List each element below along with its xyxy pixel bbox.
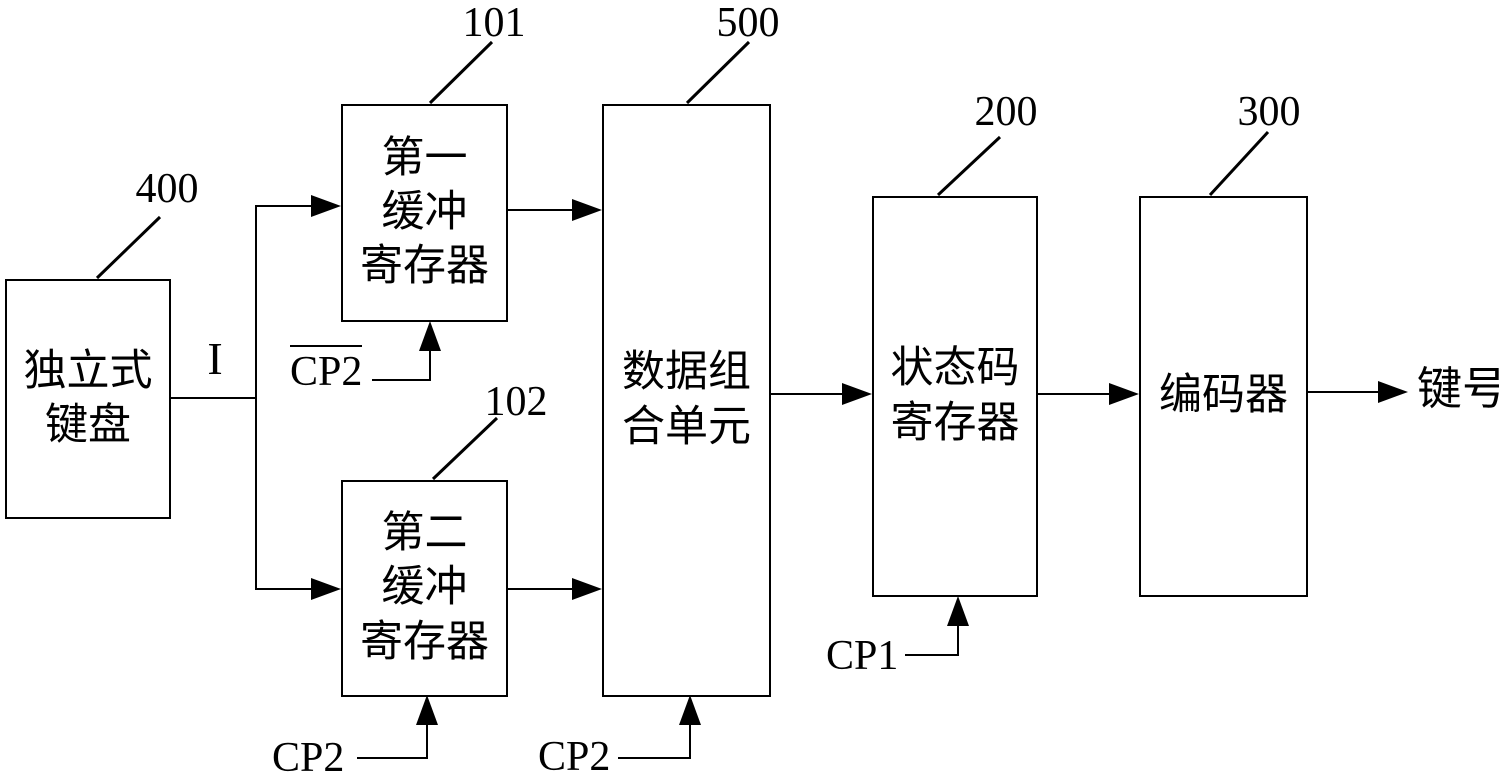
block-label-line: 状态码 bbox=[890, 345, 1020, 393]
arrowhead-to-buffer2 bbox=[311, 578, 341, 600]
ref-number-101: 101 bbox=[462, 0, 526, 46]
leader-line-400 bbox=[95, 215, 162, 280]
ref-number-200: 200 bbox=[974, 89, 1038, 135]
arrowhead-combiner-status bbox=[842, 383, 872, 405]
block-label-line: 第二 bbox=[381, 510, 468, 558]
arrowhead-output bbox=[1378, 381, 1408, 403]
leader-line-200 bbox=[936, 135, 1002, 197]
block-label-line: 独立式 bbox=[23, 347, 153, 395]
block-independent-keyboard: 独立式 键盘 bbox=[5, 279, 171, 519]
signal-label-cp2-buffer2: CP2 bbox=[272, 735, 345, 776]
arrowhead-cp2-inverted bbox=[419, 321, 441, 351]
signal-label-cp2-combiner: CP2 bbox=[538, 734, 611, 776]
block-second-buffer-register: 第二 缓冲 寄存器 bbox=[341, 480, 508, 697]
wire-cp2-buffer2 bbox=[357, 722, 428, 759]
output-label-key-number: 键号 bbox=[1417, 364, 1499, 414]
leader-line-500 bbox=[685, 40, 751, 105]
leader-line-101 bbox=[428, 40, 494, 105]
block-label-line: 键盘 bbox=[45, 402, 131, 449]
ref-number-400: 400 bbox=[135, 166, 199, 212]
block-label-line: 缓冲 bbox=[381, 564, 468, 612]
wire-cp2-inverted bbox=[372, 348, 431, 381]
block-label-line: 编码器 bbox=[1159, 372, 1288, 420]
wire-cp1 bbox=[905, 623, 959, 656]
cp2-overbar-text: CP2 bbox=[290, 345, 363, 393]
ref-number-300: 300 bbox=[1237, 89, 1301, 135]
block-status-code-register: 状态码 寄存器 bbox=[872, 196, 1038, 597]
ref-number-500: 500 bbox=[716, 0, 780, 46]
block-first-buffer-register: 第一 缓冲 寄存器 bbox=[341, 104, 508, 322]
block-label-line: 数据组 bbox=[622, 349, 751, 397]
signal-label-i: I bbox=[207, 333, 223, 384]
arrowhead-cp2-combiner bbox=[679, 695, 701, 725]
block-label-line: 第一 bbox=[381, 134, 468, 182]
ref-number-102: 102 bbox=[484, 379, 548, 425]
block-label-line: 寄存器 bbox=[890, 399, 1020, 447]
wire-cp2-combiner bbox=[618, 722, 691, 759]
arrowhead-cp1 bbox=[947, 596, 969, 626]
arrowhead-buffer1-combiner bbox=[572, 199, 602, 221]
block-encoder: 编码器 bbox=[1139, 196, 1308, 597]
block-label-line: 寄存器 bbox=[360, 243, 489, 291]
leader-line-102 bbox=[431, 416, 499, 481]
leader-line-300 bbox=[1208, 130, 1270, 197]
block-label-line: 寄存器 bbox=[360, 618, 489, 666]
signal-label-cp2-inverted: CP2 bbox=[290, 345, 363, 393]
signal-label-cp1: CP1 bbox=[826, 633, 899, 679]
block-label-line: 合单元 bbox=[622, 403, 751, 451]
block-data-combination-unit: 数据组 合单元 bbox=[602, 104, 771, 697]
arrowhead-cp2-buffer2 bbox=[416, 695, 438, 725]
block-label-line: 缓冲 bbox=[381, 188, 468, 236]
arrowhead-status-encoder bbox=[1109, 383, 1139, 405]
arrowhead-to-buffer1 bbox=[311, 195, 341, 217]
arrowhead-buffer2-combiner bbox=[572, 578, 602, 600]
